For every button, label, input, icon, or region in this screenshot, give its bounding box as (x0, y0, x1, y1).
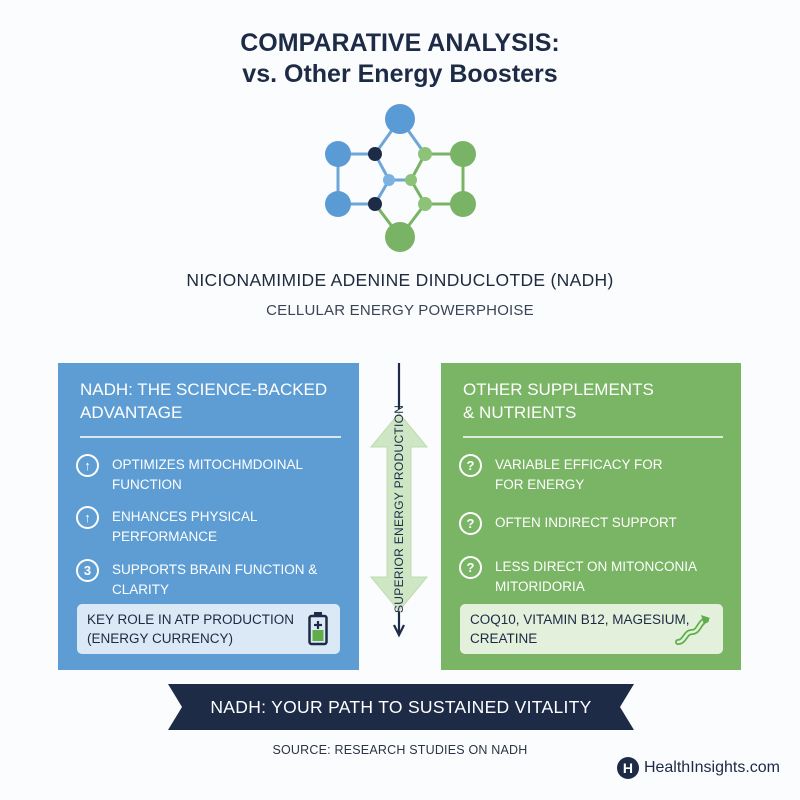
number-3-circle-icon: 3 (76, 559, 99, 582)
callout-box: COQ10, VITAMIN B12, MAGESIUM, CREATINE (460, 604, 723, 654)
list-item-text: VARIABLE EFFICACY FOR FOR ENERGY (495, 457, 663, 492)
list-item: ? VARIABLE EFFICACY FOR FOR ENERGY (459, 454, 739, 495)
panel-divider (80, 436, 341, 438)
question-circle-icon: ? (459, 556, 482, 579)
list-item-text: ENHANCES PHYSICAL PERFORMANCE (112, 509, 258, 544)
title-line-1: COMPARATIVE ANALYSIS: (240, 29, 560, 57)
other-supplements-panel: OTHER SUPPLEMENTS & NUTRIENTS ? VARIABLE… (441, 363, 741, 670)
panel-heading-line-2: & NUTRIENTS (463, 403, 577, 422)
atom-node (325, 191, 351, 217)
healthinsights-logo-icon: H (616, 757, 639, 779)
list-item: ↑ OPTIMIZES MITOCHMDOINAL FUNCTION (76, 454, 356, 495)
panel-divider (463, 436, 723, 438)
compound-name: NICIONAMIMIDE ADENINE DINDUCLOTDE (NADH) (186, 270, 614, 290)
arrow-label: SUPERIOR ENERGY PRODUCTION (392, 404, 406, 613)
atom-node (385, 222, 415, 252)
atom-node (368, 197, 382, 211)
brand-logo[interactable]: H HealthInsights.com (616, 757, 780, 779)
question-circle-icon: ? (459, 512, 482, 535)
nadh-advantage-panel: NADH: THE SCIENCE-BACKED ADVANTAGE ↑ OPT… (58, 363, 359, 670)
atom-node (385, 104, 415, 134)
atom-node (368, 147, 382, 161)
arrow-up-circle-icon: ↑ (76, 454, 99, 477)
wavy-arrow-icon (675, 615, 710, 645)
list-item-text: OFTEN INDIRECT SUPPORT (495, 515, 677, 530)
page-title: COMPARATIVE ANALYSIS: vs. Other Energy B… (0, 28, 800, 90)
question-circle-icon: ? (459, 454, 482, 477)
list-item: ? OFTEN INDIRECT SUPPORT (459, 512, 739, 535)
list-item-text: SUPPORTS BRAIN FUNCTION & CLARITY (112, 562, 318, 597)
list-item-text: LESS DIRECT ON MITONCONIA MITORIDORIA (495, 559, 698, 594)
list-item-text: OPTIMIZES MITOCHMDOINAL FUNCTION (112, 457, 304, 492)
footer-banner (168, 684, 634, 730)
callout-line-1: COQ10, VITAMIN B12, MAGESIUM, (470, 612, 690, 627)
atom-node (383, 174, 395, 186)
source-note: SOURCE: RESEARCH STUDIES ON NADH (272, 743, 528, 757)
atom-node (450, 141, 476, 167)
atom-node (405, 174, 417, 186)
list-item: ↑ ENHANCES PHYSICAL PERFORMANCE (76, 506, 356, 547)
callout-box: KEY ROLE IN ATP PRODUCTION (ENERGY CURRE… (77, 604, 340, 654)
panel-heading-line-1: OTHER SUPPLEMENTS (463, 380, 654, 399)
brand-name: HealthInsights.com (643, 759, 780, 776)
banner-text: NADH: YOUR PATH TO SUSTAINED VITALITY (210, 697, 592, 717)
callout-line-2: (ENERGY CURRENCY) (87, 631, 234, 646)
atom-node (450, 191, 476, 217)
list-item: 3 SUPPORTS BRAIN FUNCTION & CLARITY (76, 559, 356, 600)
panel-heading-line-2: ADVANTAGE (80, 403, 183, 422)
atom-node (418, 147, 432, 161)
panel-heading-line-1: NADH: THE SCIENCE-BACKED (80, 380, 328, 399)
panel-heading: OTHER SUPPLEMENTS & NUTRIENTS (463, 378, 733, 424)
list-item: ? LESS DIRECT ON MITONCONIA MITORIDORIA (459, 556, 739, 597)
battery-icon (308, 612, 328, 646)
double-arrow-icon (369, 363, 429, 638)
title-line-2: vs. Other Energy Boosters (242, 60, 558, 88)
atom-node (325, 141, 351, 167)
compound-tagline: CELLULAR ENERGY POWERPHOISE (266, 302, 534, 319)
atom-node (418, 197, 432, 211)
callout-line-1: KEY ROLE IN ATP PRODUCTION (87, 612, 295, 627)
arrow-up-circle-icon: ↑ (76, 506, 99, 529)
callout-line-2: CREATINE (470, 631, 538, 646)
molecule-icon (325, 104, 476, 252)
panel-heading: NADH: THE SCIENCE-BACKED ADVANTAGE (80, 378, 350, 424)
